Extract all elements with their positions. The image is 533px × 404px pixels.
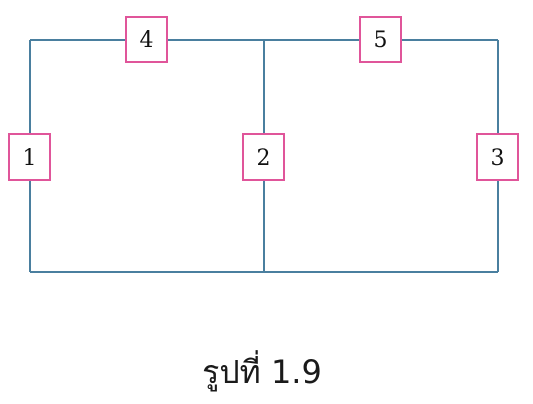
element-3-box (476, 133, 519, 181)
element-2-box (242, 133, 285, 181)
element-5: 5 (359, 16, 402, 63)
element-5-box (359, 16, 402, 63)
element-4-box (125, 16, 168, 63)
element-4-label: 4 (140, 28, 154, 53)
element-4: 4 (125, 16, 168, 63)
element-2: 2 (242, 133, 285, 181)
element-1-label: 1 (23, 146, 37, 171)
element-3-label: 3 (491, 146, 505, 171)
element-3: 3 (476, 133, 519, 181)
element-1-box (8, 133, 51, 181)
element-1: 1 (8, 133, 51, 181)
element-5-label: 5 (374, 28, 388, 53)
element-2-label: 2 (257, 146, 271, 171)
figure-caption: รูปที่ 1.9 (202, 350, 322, 392)
